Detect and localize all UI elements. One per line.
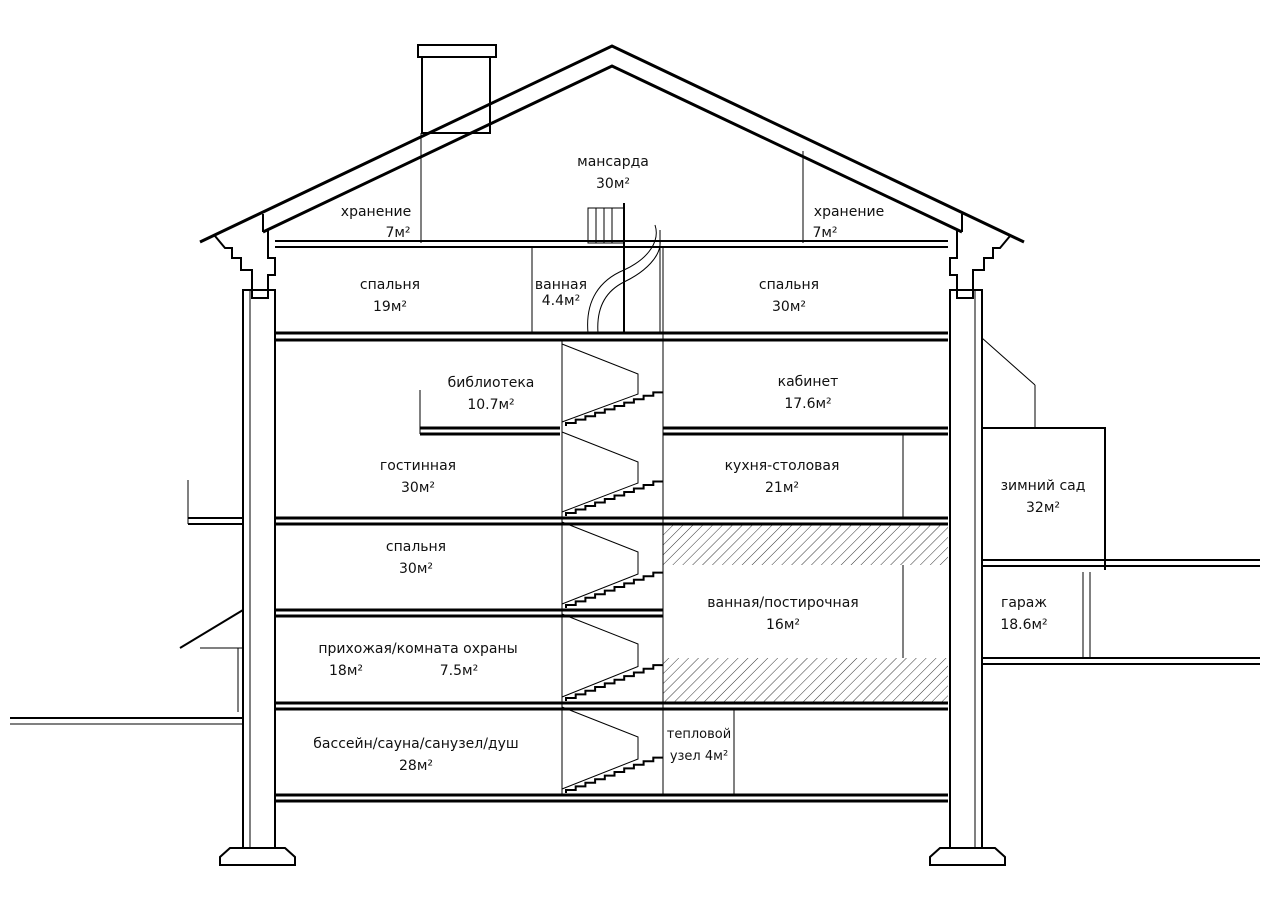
stair-flight xyxy=(561,706,639,790)
room-area: 32м² xyxy=(1026,500,1060,516)
room-area: 7м² xyxy=(812,225,837,241)
hatched-slab xyxy=(663,524,948,565)
room-area: 7.5м² xyxy=(440,663,478,679)
room-area: 16м² xyxy=(766,617,800,633)
annex xyxy=(981,337,1260,665)
room-name: хранение xyxy=(341,204,411,220)
room-area: 28м² xyxy=(399,758,433,774)
stair-steps xyxy=(565,391,663,426)
room-area: 10.7м² xyxy=(467,397,514,413)
room-area: узел 4м² xyxy=(670,749,728,764)
room-name: кабинет xyxy=(778,374,839,390)
room-name: гостинная xyxy=(380,458,456,474)
room-area: 7м² xyxy=(385,225,410,241)
room-area: 21м² xyxy=(765,480,799,496)
room-name: спальня xyxy=(386,539,446,555)
stair-steps xyxy=(565,664,663,701)
spiral-staircase xyxy=(587,203,661,334)
room-area: 17.6м² xyxy=(784,396,831,412)
room-name: мансарда xyxy=(577,154,649,170)
stair-flight xyxy=(561,343,639,423)
room-name: прихожая/комната охраны xyxy=(318,641,517,657)
walls xyxy=(219,289,1006,866)
room-name: хранение xyxy=(814,204,884,220)
roof xyxy=(199,44,1025,299)
room-name: ванная xyxy=(535,277,587,293)
staircase xyxy=(561,343,663,793)
room-name: спальня xyxy=(360,277,420,293)
stair-flight xyxy=(561,431,639,513)
room-area: 4.4м² xyxy=(542,293,580,309)
room-area: 30м² xyxy=(772,299,806,315)
stair-flight xyxy=(561,521,639,605)
room-name: библиотека xyxy=(448,375,535,391)
room-name: спальня xyxy=(759,277,819,293)
floor-slabs xyxy=(275,240,948,803)
room-area: 18м² xyxy=(329,663,363,679)
room-name: гараж xyxy=(1001,595,1047,611)
foundation-right xyxy=(929,847,1006,866)
foundation-left xyxy=(219,847,296,866)
chimney xyxy=(417,44,497,134)
hatched-slab xyxy=(663,658,948,703)
room-area: 19м² xyxy=(373,299,407,315)
room-area: 30м² xyxy=(596,176,630,192)
room-name: ванная/постирочная xyxy=(707,595,858,611)
stair-steps xyxy=(565,480,663,516)
room-name: тепловой xyxy=(667,727,731,742)
stair-steps xyxy=(565,571,663,608)
stair-flight xyxy=(561,613,639,698)
stair-steps xyxy=(565,756,663,793)
left-extension xyxy=(10,480,244,725)
room-area: 30м² xyxy=(399,561,433,577)
room-area: 18.6м² xyxy=(1000,617,1047,633)
room-name: бассейн/сауна/санузел/душ xyxy=(313,736,518,752)
room-name: зимний сад xyxy=(1001,478,1086,494)
room-area: 30м² xyxy=(401,480,435,496)
room-name: кухня-столовая xyxy=(725,458,840,474)
